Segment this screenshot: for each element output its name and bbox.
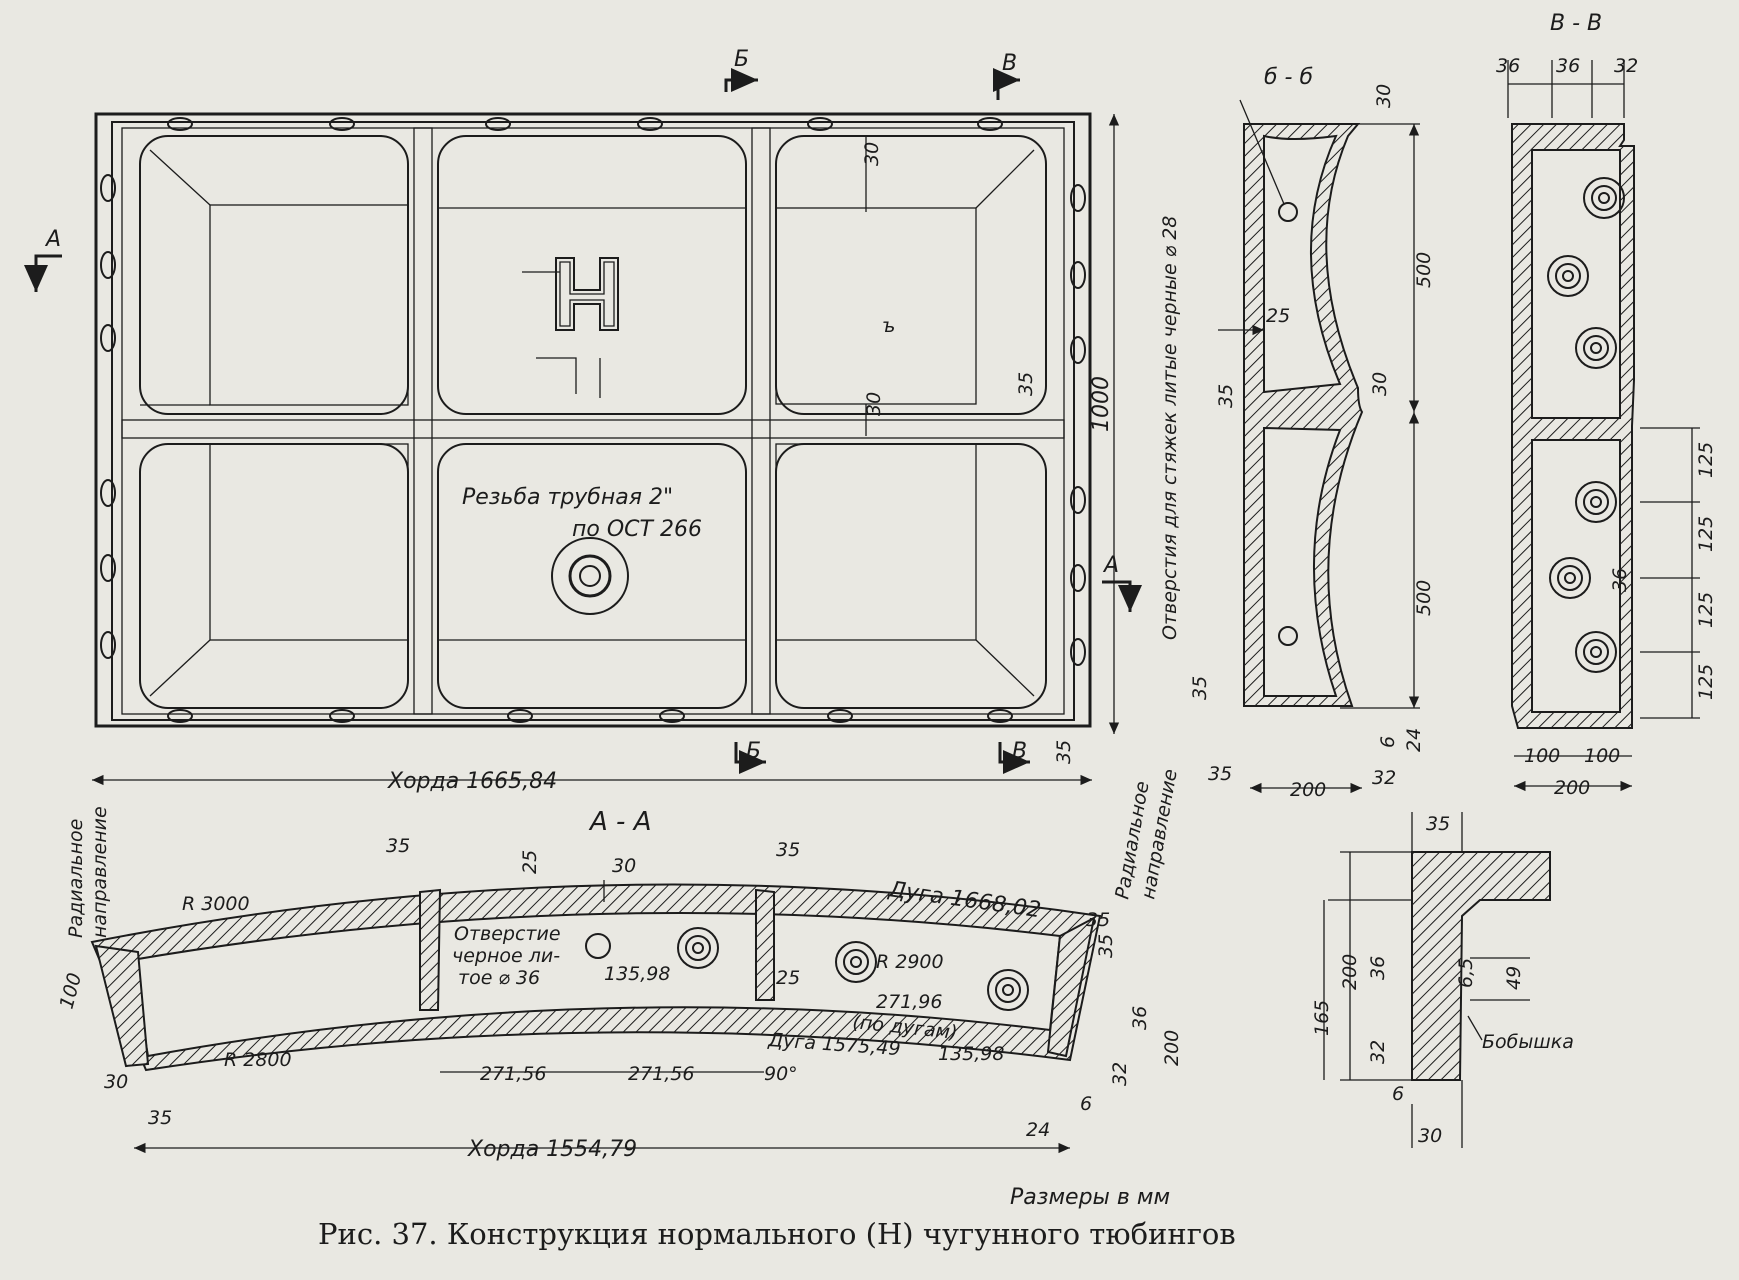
detail-boss: 35 200 165 36 32 6,5 49 6 30 Бобышка xyxy=(1311,812,1574,1148)
section-aa: А - А Радиальное направление Радиальное … xyxy=(56,767,1183,1162)
vv-d125d: 125 xyxy=(1695,664,1717,700)
vv-d200: 200 xyxy=(1554,777,1590,799)
vv-bolt-holes xyxy=(1547,177,1625,673)
aa-d30b: 30 xyxy=(104,1071,128,1093)
aa-d35e: 35 xyxy=(148,1107,172,1129)
aa-d35d: 35 xyxy=(1095,934,1117,958)
section-bb: б - б Отверстия для стяжек литые черные … xyxy=(1159,65,1435,801)
radial-left-2: направление xyxy=(89,806,111,938)
plan-pockets xyxy=(139,135,1047,709)
vv-d36: 36 xyxy=(1609,568,1631,592)
bb-d35-mid: 35 xyxy=(1215,384,1237,408)
hole-note-1: Отверстие xyxy=(454,923,561,945)
detail-d35: 35 xyxy=(1426,813,1450,835)
aa-d27156a: 271,56 xyxy=(480,1063,546,1085)
bb-d500-top: 500 xyxy=(1413,252,1435,288)
section-vv-title: В - В xyxy=(1550,11,1602,36)
plan-bolt-holes xyxy=(100,117,1086,723)
aa-d6: 6 xyxy=(1080,1093,1092,1115)
holes-note: Отверстия для стяжек литые черные ⌀ 28 xyxy=(1159,216,1181,640)
aa-d13598a: 135,98 xyxy=(604,963,670,985)
section-mark-v-top: В xyxy=(1002,51,1017,76)
r2800: R 2800 xyxy=(224,1049,292,1071)
plan-view: ъ Резьба трубная 2" по ОСТ 266 Б В А А Б… xyxy=(24,47,1142,794)
vv-d125c: 125 xyxy=(1695,592,1717,628)
aa-d32: 32 xyxy=(1109,1062,1131,1086)
section-mark-v-bottom: В xyxy=(1012,739,1027,764)
aa-bolt-holes xyxy=(585,927,1029,1011)
aa-d27156b: 271,56 xyxy=(628,1063,694,1085)
section-mark-b-bottom: Б xyxy=(746,739,761,764)
aa-d27196: 271,96 xyxy=(876,991,942,1013)
aa-d36: 36 xyxy=(1129,1006,1151,1030)
aa-d35b: 35 xyxy=(776,839,800,861)
thread-label-1: Резьба трубная 2" xyxy=(462,485,673,510)
thread-plug xyxy=(551,537,629,615)
vv-d100a: 100 xyxy=(1524,745,1560,767)
dim-35-corner: 35 xyxy=(1053,740,1075,764)
section-mark-a-left: А xyxy=(44,227,61,252)
section-aa-title: А - А xyxy=(588,807,651,837)
aa-d35a: 35 xyxy=(386,835,410,857)
detail-d200: 200 xyxy=(1339,954,1361,990)
vv-d36b: 36 xyxy=(1556,55,1580,77)
detail-d30: 30 xyxy=(1418,1125,1442,1147)
plan-chord: Хорда 1665,84 xyxy=(387,769,557,794)
detail-d49: 49 xyxy=(1503,966,1525,990)
radial-left-1: Радиальное xyxy=(65,819,87,938)
detail-d65: 6,5 xyxy=(1455,958,1477,988)
aa-d13598b: 135,98 xyxy=(938,1043,1004,1065)
aa-chord: Хорда 1554,79 xyxy=(467,1137,637,1162)
dim-35-mid: 35 xyxy=(1015,372,1037,396)
r3000: R 3000 xyxy=(182,893,250,915)
bb-d24: 24 xyxy=(1403,728,1425,752)
bb-d6: 6 xyxy=(1377,736,1399,748)
section-vv: В - В 36 36 32 125 125 125 125 36 10 xyxy=(1496,11,1717,799)
bb-d500-bot: 500 xyxy=(1413,580,1435,616)
bb-d35-bot: 35 xyxy=(1189,676,1211,700)
hole-note-3: тое ⌀ 36 xyxy=(458,967,540,989)
figure-caption: Рис. 37. Конструкция нормального (Н) чуг… xyxy=(318,1217,1236,1251)
vv-d36a: 36 xyxy=(1496,55,1520,77)
detail-d36: 36 xyxy=(1367,956,1389,980)
vv-d100b: 100 xyxy=(1584,745,1620,767)
r2900: R 2900 xyxy=(876,951,944,973)
detail-d6: 6 xyxy=(1392,1083,1404,1105)
letter-mark-small: ъ xyxy=(882,315,895,337)
vv-d125b: 125 xyxy=(1695,516,1717,552)
vv-d32: 32 xyxy=(1614,55,1638,77)
aa-d25b: 25 xyxy=(776,967,800,989)
units-note: Размеры в мм xyxy=(1010,1185,1170,1210)
dim-30-top: 30 xyxy=(861,142,883,166)
section-mark-a-right: А xyxy=(1102,553,1119,578)
bb-d200: 200 xyxy=(1290,779,1326,801)
bb-d30-top: 30 xyxy=(1373,84,1395,108)
letter-mark xyxy=(555,257,619,331)
section-mark-b-top: Б xyxy=(734,47,749,72)
thread-label-2: по ОСТ 266 xyxy=(572,517,702,542)
aa-d24: 24 xyxy=(1026,1119,1050,1141)
dim-30-mid: 30 xyxy=(863,392,885,416)
detail-d32: 32 xyxy=(1367,1040,1389,1064)
aa-d200: 200 xyxy=(1161,1030,1183,1066)
bb-d35-foot: 35 xyxy=(1208,763,1232,785)
section-bb-title: б - б xyxy=(1264,65,1313,90)
aa-deg90: 90° xyxy=(764,1063,798,1085)
aa-d25a: 25 xyxy=(519,850,541,874)
aa-d100: 100 xyxy=(56,971,87,1012)
boss-label: Бобышка xyxy=(1482,1031,1574,1053)
dim-1000: 1000 xyxy=(1089,376,1114,432)
aa-d35c: 35 xyxy=(1086,909,1110,931)
bb-d32: 32 xyxy=(1372,767,1396,789)
bb-d25: 25 xyxy=(1266,305,1290,327)
detail-d165: 165 xyxy=(1311,1000,1333,1036)
aa-d30: 30 xyxy=(612,855,636,877)
vv-d125a: 125 xyxy=(1695,442,1717,478)
hole-note-2: черное ли- xyxy=(452,945,560,967)
bb-d30-mid: 30 xyxy=(1369,372,1391,396)
